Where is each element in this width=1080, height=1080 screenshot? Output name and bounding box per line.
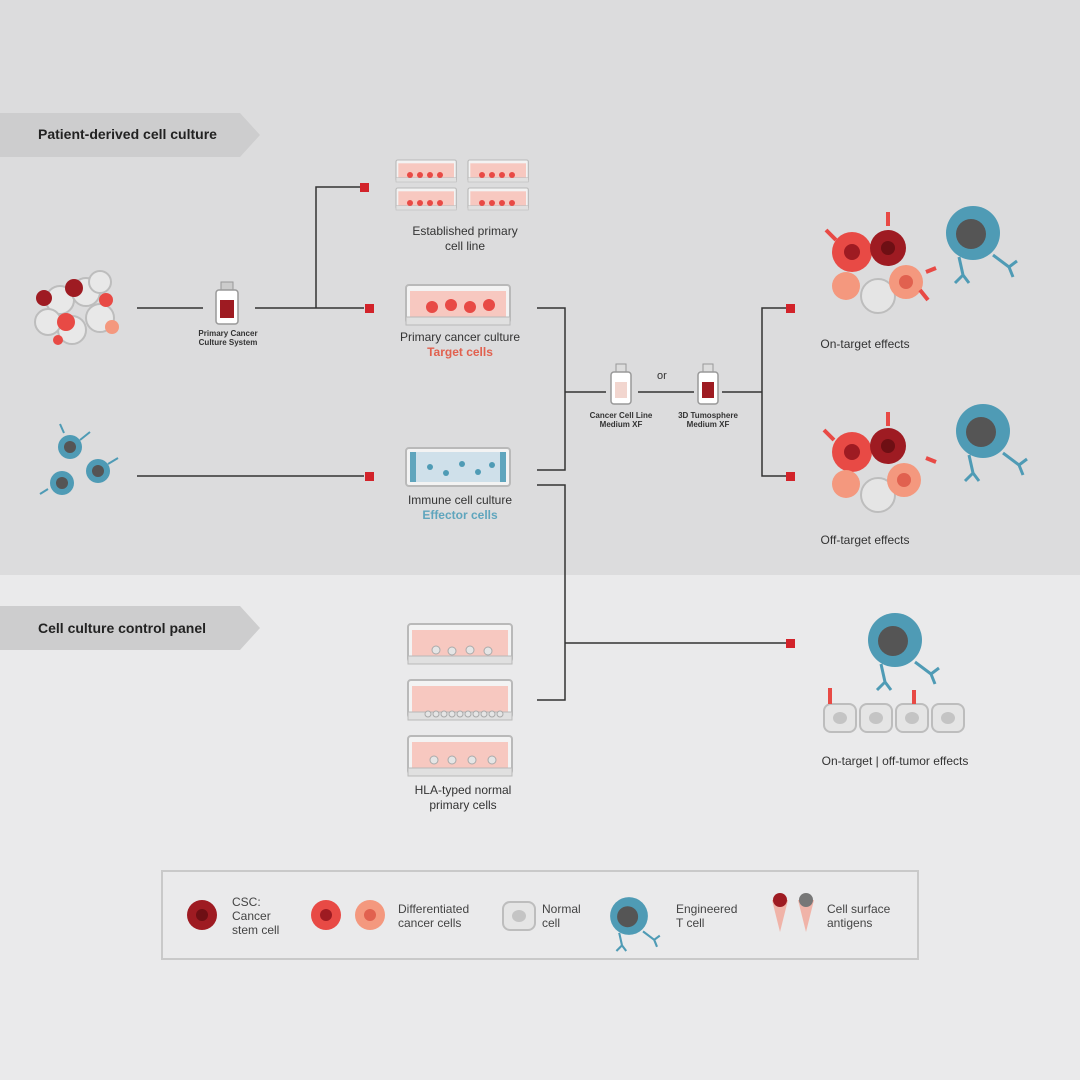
connector-markers	[360, 183, 795, 648]
tag-patient-derived-label: Patient-derived cell culture	[38, 126, 217, 142]
off-target-label: Off-target effects	[820, 533, 910, 547]
off-tumor-label: On-target | off-tumor effects	[821, 754, 969, 768]
tag-control-panel-label: Cell culture control panel	[38, 620, 207, 636]
primary-culture-flask	[405, 284, 511, 326]
connector-lines	[137, 186, 790, 701]
off-target-illustration	[822, 402, 1029, 513]
tumor-cluster	[34, 270, 119, 345]
target-cells-label: Target cells	[427, 345, 493, 359]
on-target-illustration	[824, 204, 1019, 314]
off-tumor-illustration	[823, 611, 965, 733]
or-label: or	[657, 370, 667, 382]
tag-patient-derived	[0, 113, 260, 157]
medium2-bottle	[697, 363, 719, 405]
pcc-system-bottle	[215, 281, 239, 325]
hla-flasks	[407, 623, 513, 777]
established-flasks	[395, 159, 529, 211]
legend-box	[161, 870, 919, 960]
immune-cells	[39, 423, 119, 495]
medium1-bottle	[610, 363, 632, 405]
legend-icons	[187, 893, 814, 953]
immune-culture-flask	[405, 447, 511, 487]
on-target-label: On-target effects	[820, 337, 910, 351]
tag-control-panel	[0, 606, 260, 650]
effector-cells-label: Effector cells	[422, 508, 498, 522]
